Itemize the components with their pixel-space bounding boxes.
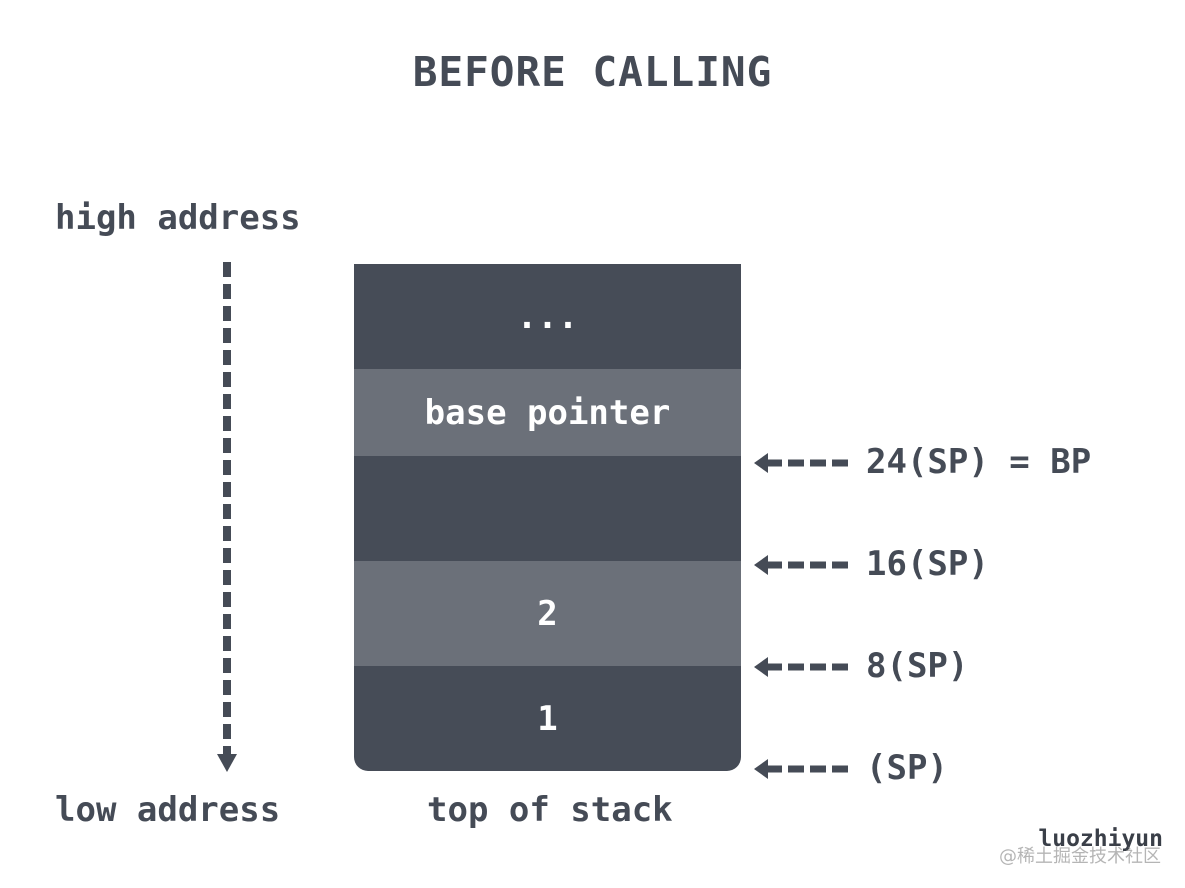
- pointer-arrow-icon: [754, 657, 854, 677]
- watermark: @稀土掘金技术社区: [999, 846, 1161, 867]
- pointer-label-24sp: 24(SP) = BP: [866, 442, 1092, 482]
- stack-cell-2: 2: [354, 561, 741, 666]
- top-of-stack-label: top of stack: [427, 790, 673, 830]
- stack-block: ... base pointer 2 1: [354, 264, 741, 771]
- pointer-arrow-icon: [754, 555, 854, 575]
- author-signature: luozhiyun: [1038, 826, 1163, 852]
- stack-cell-base-pointer: base pointer: [354, 369, 741, 456]
- pointer-label-sp: (SP): [866, 748, 948, 788]
- pointer-arrow-icon: [754, 453, 854, 473]
- pointer-arrow-icon: [754, 759, 854, 779]
- stack-cell-ellipsis: ...: [354, 264, 741, 369]
- low-address-label: low address: [55, 790, 281, 830]
- stack-cell-empty: [354, 456, 741, 561]
- pointer-label-8sp: 8(SP): [866, 646, 969, 686]
- pointer-label-16sp: 16(SP): [866, 544, 989, 584]
- direction-arrow-icon: [217, 262, 237, 772]
- diagram-title: BEFORE CALLING: [412, 48, 773, 96]
- stack-cell-1: 1: [354, 666, 741, 771]
- high-address-label: high address: [55, 198, 301, 238]
